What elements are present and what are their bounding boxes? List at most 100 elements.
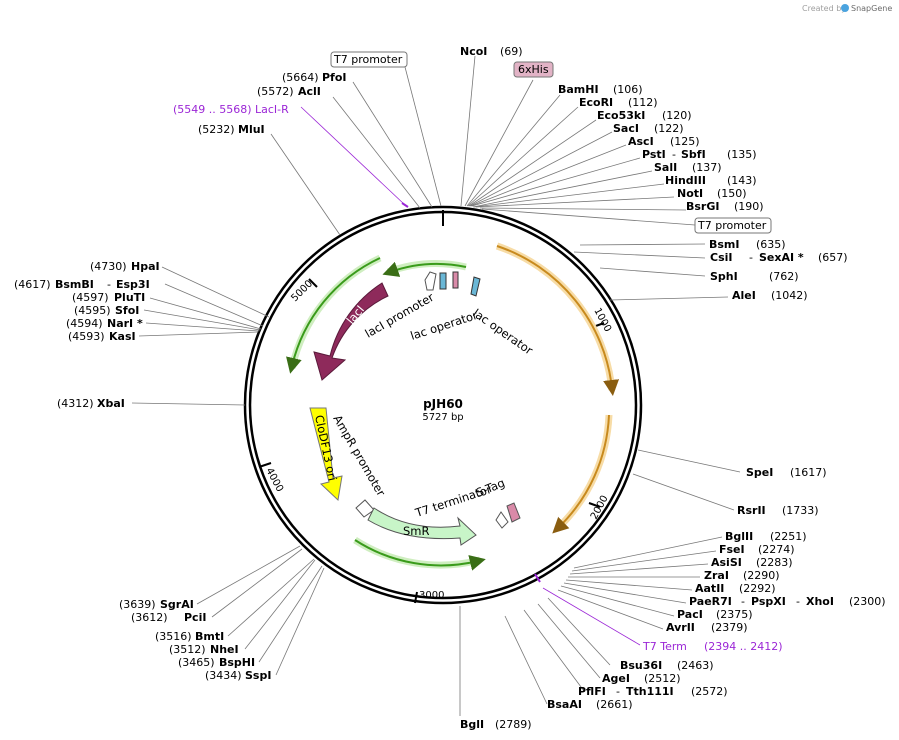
site-pspxi-name: PspXI <box>751 595 786 608</box>
site-asisi-name: AsiSI <box>711 556 742 569</box>
site-sspi-name: SspI <box>245 669 271 682</box>
his-tag-label: 6xHis <box>518 63 549 76</box>
site-avrii-name: AvrII <box>666 621 695 634</box>
site-mlui-name: MluI <box>238 123 265 136</box>
site-bsrgi-name: BsrGI <box>686 200 719 213</box>
site-sphi-pos: (762) <box>769 270 799 283</box>
site-bsu36i-name: Bsu36I <box>620 659 662 672</box>
site-bsaai-name: BsaAI <box>547 698 582 711</box>
site-noti-pos: (150) <box>717 187 747 200</box>
site-bsmbi-name: BsmBI <box>55 278 94 291</box>
site-bsphi-name: BspHI <box>219 656 255 669</box>
site-paer7i-name: PaeR7I <box>689 595 732 608</box>
smr-label: SmR <box>403 524 430 538</box>
site-alei-name: AleI <box>732 289 756 302</box>
tick-5000-mark <box>308 278 318 288</box>
t7-term-primer-name: T7 Term <box>642 640 687 653</box>
site-sali-name: SalI <box>654 161 677 174</box>
left-region-arc <box>286 257 381 374</box>
site-noti-name: NotI <box>677 187 703 200</box>
site-fsei-name: FseI <box>719 543 745 556</box>
t7-promoter-right-box <box>694 217 772 234</box>
site-nari-pos: (4594) <box>66 317 103 330</box>
site-agei-name: AgeI <box>602 672 630 685</box>
left-leader-lines <box>131 266 325 676</box>
site-pluti-pos: (4597) <box>72 291 109 304</box>
site-paer7i-pos: (2300) <box>849 595 886 608</box>
cloDF13-ori-arrow <box>309 407 343 502</box>
site-sspi-pos: (3434) <box>205 669 242 682</box>
site-pflfi-pos: (2572) <box>691 685 728 698</box>
lac-operator-box-1 <box>439 272 447 290</box>
orange-arc-1-halo <box>495 242 616 391</box>
lacI-gene-arrow <box>313 282 389 381</box>
site-tth111i-name: Tth111I <box>626 685 674 698</box>
s-tag-arrow <box>506 502 521 523</box>
site-psti-name: PstI <box>642 148 666 161</box>
snapgene-brand: SnapGene <box>851 4 892 13</box>
svg-text:-: - <box>616 685 620 698</box>
site-sbfi-name: SbfI <box>681 148 706 161</box>
site-xbai-pos: (4312) <box>57 397 94 410</box>
site-esp3i-name: Esp3I <box>116 278 150 291</box>
site-sali-pos: (137) <box>692 161 722 174</box>
site-sfoi-name: SfoI <box>115 304 139 317</box>
orange-arc-1 <box>496 245 620 396</box>
site-asci-pos: (125) <box>670 135 700 148</box>
site-pfoi-pos: (5664) <box>282 71 319 84</box>
site-kasi-pos: (4593) <box>68 330 105 343</box>
site-bsrgi-pos: (190) <box>734 200 764 213</box>
site-hindiii-pos: (143) <box>727 174 757 187</box>
site-acli-pos: (5572) <box>257 85 294 98</box>
site-bsmi-name: BsmI <box>709 238 740 251</box>
orange-arc-2 <box>552 414 610 534</box>
site-zrai-name: ZraI <box>704 569 729 582</box>
svg-text:-: - <box>107 278 111 291</box>
site-spei-name: SpeI <box>746 466 773 479</box>
site-agei-pos: (2512) <box>644 672 681 685</box>
site-csii-pos: (657) <box>818 251 848 264</box>
site-sfoi-pos: (4595) <box>74 304 111 317</box>
site-spei-pos: (1617) <box>790 466 827 479</box>
site-nhei-pos: (3512) <box>169 643 206 656</box>
site-csii-name: CsiI <box>710 251 732 264</box>
his-tag-box <box>452 271 459 289</box>
site-ncoi-pos: (69) <box>500 45 523 58</box>
site-bsu36i-pos: (2463) <box>677 659 714 672</box>
site-eco53ki-name: Eco53kI <box>597 109 645 122</box>
site-xbai-name: XbaI <box>97 397 125 410</box>
site-mlui-pos: (5232) <box>198 123 235 136</box>
site-alei-pos: (1042) <box>771 289 808 302</box>
site-bamhi-pos: (106) <box>613 83 643 96</box>
site-avrii-pos: (2379) <box>711 621 748 634</box>
site-bgli-name: BglI <box>460 718 484 731</box>
site-rsrii-name: RsrII <box>737 504 766 517</box>
t7-term-leader <box>542 587 641 646</box>
plasmid-size: 5727 bp <box>422 412 463 423</box>
svg-text:-: - <box>749 251 753 264</box>
site-nhei-name: NheI <box>210 643 239 656</box>
site-aatii-name: AatII <box>695 582 724 595</box>
plasmid-name: pJH60 <box>423 397 463 411</box>
site-saci-pos: (122) <box>654 122 684 135</box>
t7-promoter-right-label: T7 promoter <box>697 219 767 232</box>
bottom-region-arc <box>354 539 486 571</box>
site-bgli-pos: (2789) <box>495 718 532 731</box>
t7-promoter-top-box <box>330 51 408 68</box>
site-sexai-name: SexAI * <box>759 251 804 264</box>
site-bsmi-pos: (635) <box>756 238 786 251</box>
site-bmti-pos: (3516) <box>155 630 192 643</box>
site-bmti-name: BmtI <box>195 630 224 643</box>
site-hpai-name: HpaI <box>131 260 160 273</box>
site-bglii-name: BglII <box>725 530 753 543</box>
site-aatii-pos: (2292) <box>739 582 776 595</box>
site-bamhi-name: BamHI <box>558 83 599 96</box>
tick-3000-mark <box>414 591 418 604</box>
laci-r-primer-range: (5549 .. 5568) <box>173 103 252 116</box>
site-psti-pos: (135) <box>727 148 757 161</box>
site-pflfi-name: PflFI <box>578 685 606 698</box>
site-hindiii-name: HindIII <box>665 174 706 187</box>
site-bsaai-pos: (2661) <box>596 698 633 711</box>
site-pluti-name: PluTI <box>114 291 145 304</box>
right-leader-lines <box>459 243 741 716</box>
